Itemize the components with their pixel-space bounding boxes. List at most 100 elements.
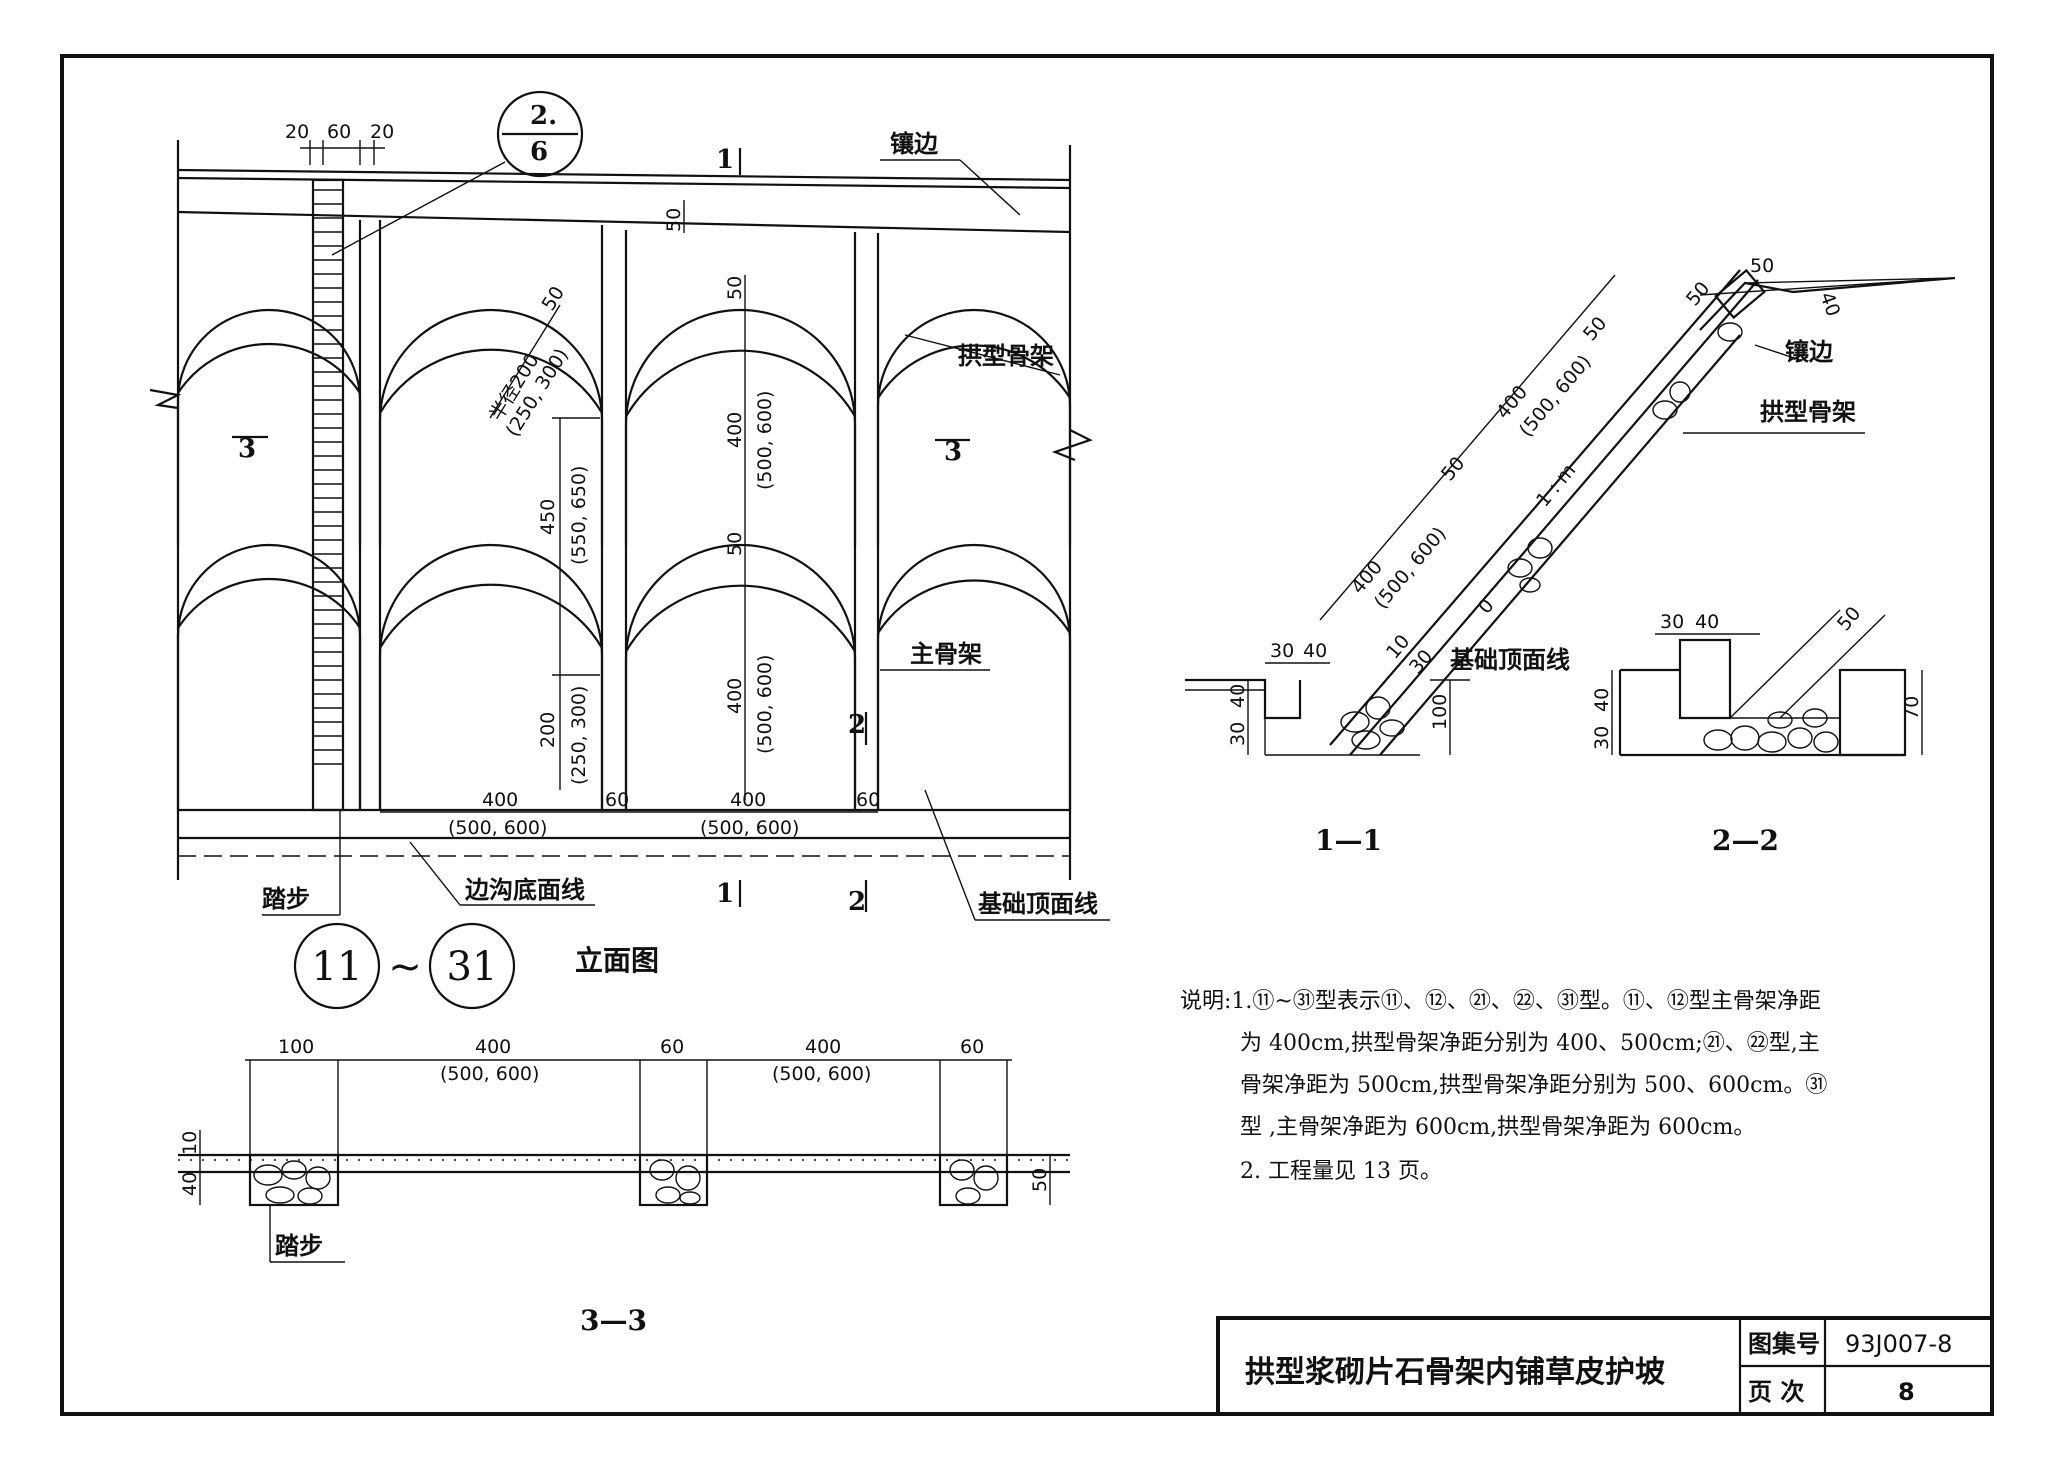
dim-arch-mid-50: 50 [724, 532, 746, 556]
dim-slope: 1 : m [1532, 459, 1580, 511]
rubble-stone [973, 1165, 999, 1191]
rubble-stone [1519, 577, 1541, 593]
note-line-3: 骨架净距为 500cm,拱型骨架净距分别为 500、600cm。㉛ [1240, 1073, 1827, 1098]
label-ditch-line: 边沟底面线 [465, 876, 585, 904]
series-circle-from [293, 922, 381, 1010]
rubble-stone [1787, 727, 1813, 749]
dim-w60a: 60 [660, 1036, 684, 1058]
rubble-stone [1365, 696, 1391, 720]
atlas-label: 图集号 [1748, 1330, 1820, 1358]
rubble-stone [1730, 725, 1760, 751]
rubble-stone [675, 1165, 701, 1191]
dim-v10: 10 [179, 1131, 201, 1155]
series-from: 11 [312, 944, 363, 990]
steps-ladder [311, 178, 345, 812]
dim-r-50: 50 [538, 282, 569, 314]
rubble-stone [1757, 731, 1787, 753]
arch-outline [624, 543, 857, 810]
section-2-2: 30 40 40 30 50 70 2—2 [1591, 603, 1923, 857]
dim-22-v70: 70 [1901, 696, 1923, 720]
arch-outer-ring [379, 583, 603, 649]
note-line-2: 为 400cm,拱型骨架净距分别为 400、500cm;㉑、㉒型,主 [1240, 1031, 1820, 1056]
note-line-1: 说明:1.⑪~㉛型表示⑪、⑫、㉑、㉒、㉛型。⑪、⑫型主骨架净距 [1180, 989, 1821, 1014]
detail-reference-circle [496, 90, 584, 178]
dim-v40: 40 [1227, 684, 1249, 708]
dim-v40: 40 [179, 1172, 201, 1196]
arch-outer-ring [177, 342, 361, 394]
dim-gap1: 60 [605, 789, 629, 811]
arch-outer-ring [177, 577, 361, 629]
title-block: 拱型浆砌片石骨架内铺草皮护坡 图集号 93J007-8 页 次 8 [1216, 1316, 1994, 1416]
section-mark-2-bottom: 2 [848, 887, 866, 917]
dim-top-a: 20 [285, 121, 309, 143]
rubble-stone [1351, 730, 1381, 750]
atlas-value: 93J007-8 [1845, 1330, 1952, 1358]
arch-outline [176, 308, 362, 545]
rubble-stone [649, 1159, 675, 1181]
arch-outline [378, 543, 604, 810]
rubble-stone [655, 1186, 681, 1204]
rubble-stone [297, 1187, 323, 1205]
label-arch-frame-11: 拱型骨架 [1760, 398, 1856, 426]
series-circle-to [428, 922, 516, 1010]
dim-v100: 100 [1429, 694, 1451, 730]
arch-outline [876, 543, 1072, 810]
arch-outer-ring [877, 579, 1071, 634]
dim-edge-width: 50 [663, 208, 685, 232]
rubble-stone [955, 1187, 981, 1205]
dim-rise2-400-alt: (500, 600) [754, 655, 776, 754]
section-1-1: 400 (500, 600) 50 400 (500, 600) 50 1 : … [1185, 255, 1956, 857]
dim-gap2: 60 [856, 789, 880, 811]
rubble-stone [1652, 400, 1678, 420]
section-mark-2-top: 2 [848, 710, 866, 740]
section-3-3-title: 3—3 [580, 1304, 647, 1337]
ref-bottom: 6 [530, 137, 548, 167]
dim-22-a40: 40 [1695, 611, 1719, 633]
dim-rise-400-alt: (500, 600) [754, 391, 776, 490]
rubble-stone [1703, 729, 1733, 751]
dim-h-200-alt: (250, 300) [568, 686, 590, 785]
arch-outer-ring [877, 344, 1071, 399]
section-mark-1-top: 1 [716, 145, 734, 175]
rubble-stone [1379, 719, 1405, 737]
page-value: 8 [1898, 1378, 1915, 1406]
label-base-line-11: 基础顶面线 [1450, 646, 1570, 674]
dim-cap40: 40 [1815, 289, 1844, 319]
dim-22-d50: 50 [1833, 603, 1865, 636]
dim-22-v30: 30 [1591, 726, 1613, 750]
series-to: 31 [447, 944, 498, 990]
dim-cap50b: 50 [1750, 255, 1774, 277]
rubble-stone [1813, 731, 1839, 753]
section-1-1-title: 1—1 [1315, 824, 1382, 857]
dim-w400a: 400 [475, 1036, 511, 1058]
rubble-stone [1767, 711, 1793, 729]
break-mark-right [1051, 429, 1093, 462]
dim-a40: 40 [1303, 640, 1327, 662]
label-arch-frame: 拱型骨架 [958, 342, 1054, 370]
break-mark-left [149, 388, 182, 410]
arch-outline [876, 308, 1072, 545]
series-sep: ~ [388, 944, 422, 990]
dim-span1: 400 [482, 789, 518, 811]
rubble-stone [1507, 558, 1533, 578]
section-3-3: 100 400 (500, 600) 60 400 (500, 600) 60 … [178, 1036, 1070, 1337]
dim-v30: 30 [1227, 722, 1249, 746]
arch-outer-ring [625, 584, 856, 653]
elevation-title: 立面图 [575, 944, 659, 977]
rubble-stone [1340, 711, 1370, 733]
sheet-border [60, 54, 1994, 1416]
dim-h-200: 200 [537, 712, 559, 748]
rubble-stone [1717, 322, 1743, 342]
dim-d30: 30 [1405, 646, 1437, 679]
rubble-stone [1802, 708, 1828, 728]
ref-top: 2. [530, 101, 557, 131]
rubble-stone [679, 1191, 701, 1205]
dim-w60b: 60 [960, 1036, 984, 1058]
arch-outer-ring [379, 348, 603, 414]
dim-22-a30: 30 [1660, 611, 1684, 633]
label-steps: 踏步 [262, 885, 310, 913]
dim-s50b: 50 [1579, 313, 1611, 346]
rubble-stone [1527, 537, 1553, 559]
